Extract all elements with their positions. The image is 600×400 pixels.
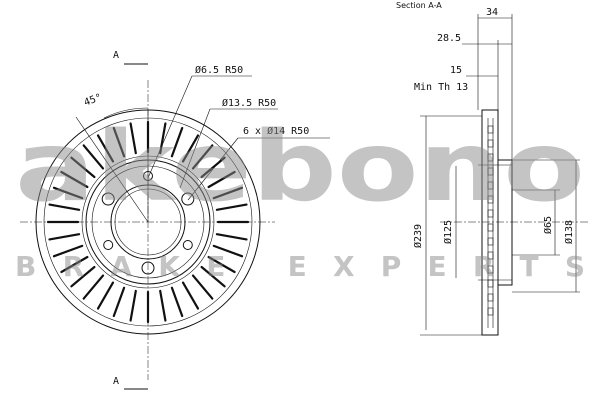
vent-slot (60, 255, 89, 274)
vent-slot (200, 265, 226, 288)
label-hole-small: Ø6.5 R50 (195, 64, 243, 76)
section-title: Section A-A (396, 1, 442, 10)
vent-slot (170, 286, 184, 318)
bolt-hole (101, 192, 115, 206)
vent-slot (215, 203, 248, 211)
vent-slot (70, 265, 96, 288)
vent-slot (212, 186, 244, 200)
angle-label: 45° (83, 92, 104, 109)
disc-profile (481, 109, 499, 336)
vent-slot (129, 289, 137, 322)
section-vent (487, 209, 494, 218)
dim-thickness: 15 (450, 65, 462, 76)
bolt-hole (182, 240, 193, 250)
vent-slot (60, 170, 89, 189)
section-vent (487, 307, 494, 316)
vent-slot (129, 122, 137, 155)
vent-slot (181, 281, 200, 310)
section-marker-top: A (113, 50, 119, 61)
section-vent (487, 251, 494, 260)
angle-arc (103, 107, 149, 119)
vent-slot (112, 126, 126, 158)
section-vent (487, 139, 494, 148)
dim-total-width: 34 (486, 7, 498, 18)
dim-hat-width: 28.5 (437, 33, 461, 44)
section-vent (487, 195, 494, 204)
dim-center-bore: Ø65 (542, 216, 554, 234)
min-thickness: Min Th 13 (414, 82, 468, 93)
section-vent (487, 167, 494, 176)
cooling-vents (46, 120, 250, 324)
dim-hat-outer: Ø138 (563, 220, 575, 244)
vent-slot (52, 244, 84, 258)
watermark: akebono BRAKE EXPERTS (15, 111, 585, 283)
leader-hole-small (147, 75, 193, 179)
watermark-tagline: BRAKE EXPERTS (15, 250, 585, 283)
section-vent (487, 293, 494, 302)
vent-slot (215, 233, 248, 241)
vent-slot (52, 186, 84, 200)
front-view: 45° A A Ø6.5 R50 Ø13.5 R50 6 x Ø14 R50 (20, 50, 330, 390)
bolt-holes (101, 171, 195, 275)
vent-slot (82, 144, 105, 170)
section-vent (487, 265, 494, 274)
vent-slot (48, 233, 81, 241)
vent-slot (191, 274, 214, 300)
vent-slot (200, 156, 226, 179)
vent-slot (212, 244, 244, 258)
vent-slot (82, 274, 105, 300)
section-vent (487, 237, 494, 246)
angle-line-left (75, 116, 149, 223)
vent-slot (191, 144, 214, 170)
vent-slot (207, 170, 236, 189)
vent-slot (70, 156, 96, 179)
section-marker-bottom: A (113, 376, 119, 387)
section-vent (487, 223, 494, 232)
vent-slot (48, 203, 81, 211)
section-vent (487, 181, 494, 190)
section-vent (487, 125, 494, 134)
vent-slot (159, 289, 167, 322)
bolt-hole (181, 192, 195, 206)
section-vent (487, 153, 494, 162)
label-hole-medium: Ø13.5 R50 (222, 97, 276, 109)
vent-slot (207, 255, 236, 274)
watermark-brand: akebono (15, 111, 585, 223)
dim-outer-diameter: Ø239 (412, 224, 424, 248)
leader-bolt-holes (187, 137, 239, 201)
vent-slot (96, 134, 115, 163)
dim-hat-diameter: Ø125 (442, 220, 454, 244)
section-view: Section A-A 34 28.5 15 Min Th 13 Ø239 Ø1… (396, 1, 590, 336)
bolt-hole (103, 240, 114, 250)
vent-slot (96, 281, 115, 310)
vent-slot (170, 126, 184, 158)
bolt-hole (141, 261, 155, 275)
vent-slot (181, 134, 200, 163)
vent-slot (112, 286, 126, 318)
label-bolt-holes: 6 x Ø14 R50 (243, 125, 309, 137)
leader-hole-medium (179, 108, 211, 189)
section-vent-slots (487, 125, 494, 316)
hat-profile (498, 159, 513, 286)
